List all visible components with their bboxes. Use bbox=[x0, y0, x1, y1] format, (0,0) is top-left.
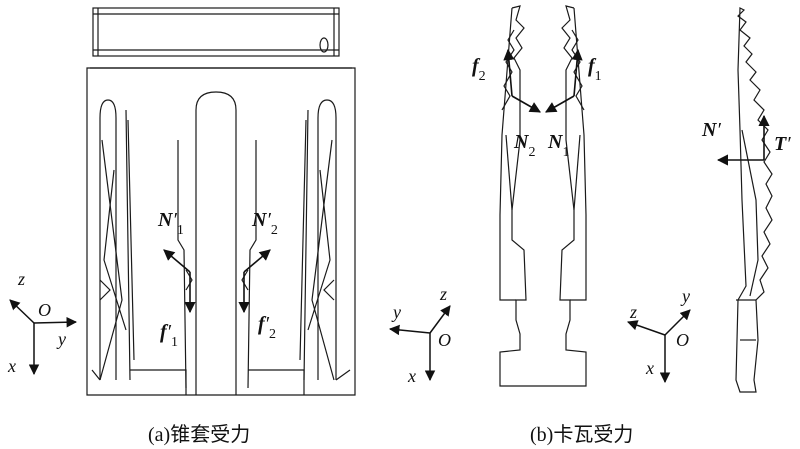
label-f2p: f′2 bbox=[258, 313, 276, 342]
axis-mid-o: O bbox=[438, 330, 451, 350]
label-f2: f2 bbox=[472, 55, 486, 84]
axis-right-o: O bbox=[676, 330, 689, 350]
label-f1: f1 bbox=[588, 55, 602, 84]
arrow-f2 bbox=[503, 48, 515, 97]
sleeve-hole bbox=[319, 37, 329, 53]
caption-right: (b)卡瓦受力 bbox=[530, 424, 634, 446]
axes-middle bbox=[388, 305, 451, 382]
slip-pair-drawing bbox=[499, 5, 587, 387]
single-slip-outline bbox=[735, 7, 773, 393]
label-N1: N1 bbox=[547, 131, 569, 160]
axis-mid-x: x bbox=[407, 366, 416, 386]
cone-sleeve-drawing bbox=[86, 7, 356, 396]
axis-left-y: y bbox=[56, 329, 66, 349]
axis-right-x: x bbox=[645, 358, 654, 378]
axis-mid-y: y bbox=[391, 302, 401, 322]
arrow-N2p bbox=[243, 249, 271, 273]
label-N1p: N′1 bbox=[157, 209, 184, 238]
label-f1p: f′1 bbox=[160, 321, 178, 350]
cone-forces bbox=[163, 249, 271, 314]
label-Tp: T′ bbox=[774, 133, 791, 155]
axis-left-z: z bbox=[17, 269, 25, 289]
slip-right bbox=[540, 5, 587, 387]
label-Np: N′ bbox=[701, 119, 721, 141]
axis-left-x: x bbox=[7, 356, 16, 376]
arrow-f1 bbox=[571, 48, 583, 97]
label-N2: N2 bbox=[513, 131, 535, 160]
axis-mid-z: z bbox=[439, 284, 447, 304]
arrow-N1p bbox=[163, 249, 191, 273]
axis-right-y: y bbox=[680, 286, 690, 306]
arrow-N2 bbox=[511, 95, 541, 113]
sleeve-top-cap bbox=[92, 7, 340, 57]
label-N2p: N′2 bbox=[251, 209, 278, 238]
axis-left-o: O bbox=[38, 300, 51, 320]
slip-forces bbox=[503, 48, 583, 113]
axes-left bbox=[9, 299, 78, 376]
axis-right-z: z bbox=[629, 302, 637, 322]
axes-right bbox=[627, 309, 691, 384]
slip-left bbox=[499, 5, 540, 387]
single-slip-drawing bbox=[735, 7, 773, 393]
caption-left: (a)锥套受力 bbox=[148, 424, 251, 446]
arrow-N1 bbox=[545, 95, 575, 113]
single-slip-forces bbox=[716, 114, 770, 166]
